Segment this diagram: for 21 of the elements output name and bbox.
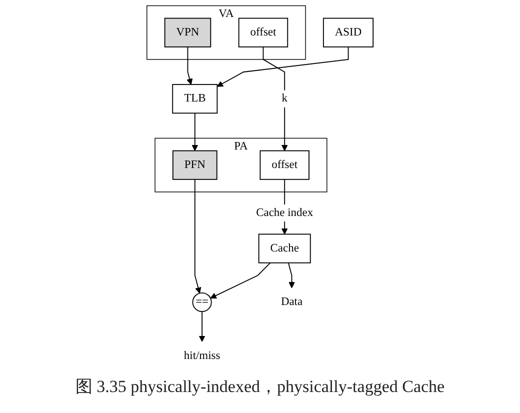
node-box: PFN (172, 150, 218, 180)
arrow (216, 46, 349, 87)
edge-label: Cache index (256, 206, 314, 219)
figure-caption: 图 3.35 physically-indexed，physically-tagged Cache (74, 376, 446, 398)
arrow (194, 178, 202, 294)
node-circle: == (192, 292, 212, 312)
node-box: offset (238, 18, 288, 48)
node-box: ASID (322, 18, 374, 48)
edge-label: k (282, 92, 288, 105)
node-box: TLB (172, 84, 218, 114)
arrow (192, 112, 198, 152)
node-text: hit/miss (184, 350, 220, 362)
node-text: Data (280, 296, 303, 308)
arrow (186, 46, 193, 85)
arrow (262, 46, 288, 152)
node-box: Cache (258, 234, 311, 264)
arrow (288, 262, 295, 288)
node-box: offset (260, 150, 310, 180)
node-box: VPN (164, 18, 212, 48)
arrow (210, 262, 271, 299)
arrow (198, 311, 206, 342)
